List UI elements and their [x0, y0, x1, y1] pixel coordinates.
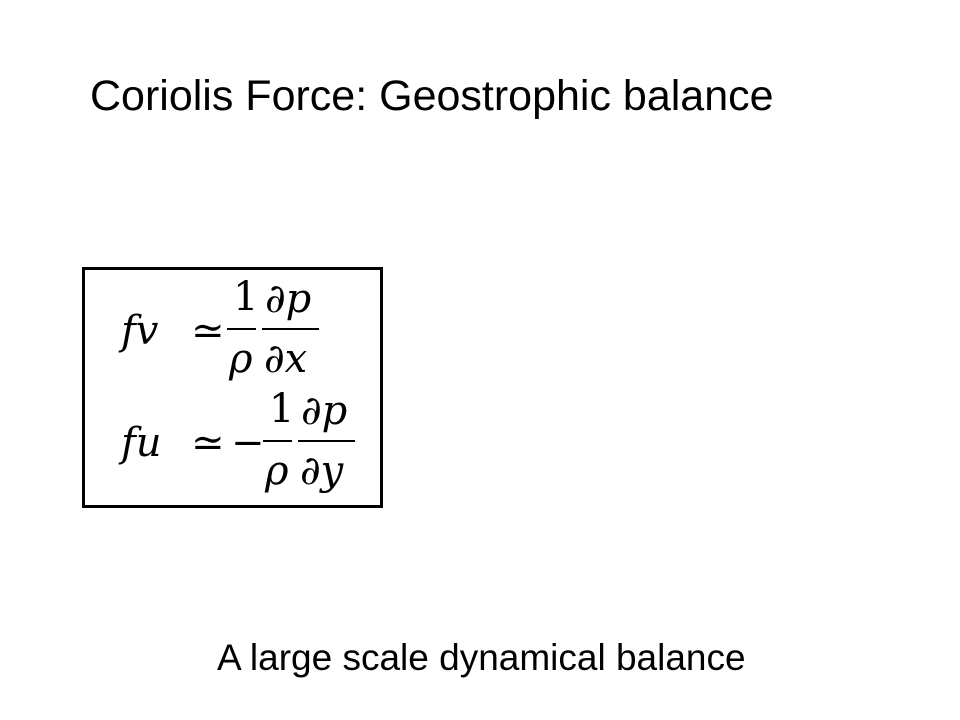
eq1-relation: ≃ — [191, 308, 225, 354]
eq1-coef-denominator: ρ — [228, 336, 253, 382]
eq2-coef-numerator: 1 — [269, 386, 294, 432]
eq2-deriv-denominator: ∂y — [300, 448, 345, 494]
slide-caption: A large scale dynamical balance — [217, 637, 746, 678]
eq1-deriv-denominator: ∂x — [264, 336, 307, 382]
eq2-lhs: fu — [118, 420, 162, 466]
eq2-deriv-numerator: ∂p — [301, 388, 347, 434]
equation-fu: fu ≃ − 1 ρ ∂p ∂y — [118, 386, 355, 494]
eq2-coef-denominator: ρ — [264, 448, 289, 494]
eq2-relation: ≃ — [191, 420, 225, 466]
slide-title: Coriolis Force: Geostrophic balance — [90, 72, 774, 120]
eq2-sign: − — [231, 420, 265, 466]
equation-fv: fv ≃ 1 ρ ∂p ∂x — [118, 274, 319, 382]
eq1-lhs: fv — [118, 308, 159, 354]
geostrophic-equations: fv ≃ 1 ρ ∂p ∂x fu ≃ − 1 ρ ∂p ∂y — [118, 274, 355, 494]
eq1-deriv-numerator: ∂p — [265, 276, 311, 322]
eq1-coef-numerator: 1 — [233, 274, 258, 320]
geostrophic-equations-box: fv ≃ 1 ρ ∂p ∂x fu ≃ − 1 ρ ∂p ∂y — [82, 267, 383, 508]
